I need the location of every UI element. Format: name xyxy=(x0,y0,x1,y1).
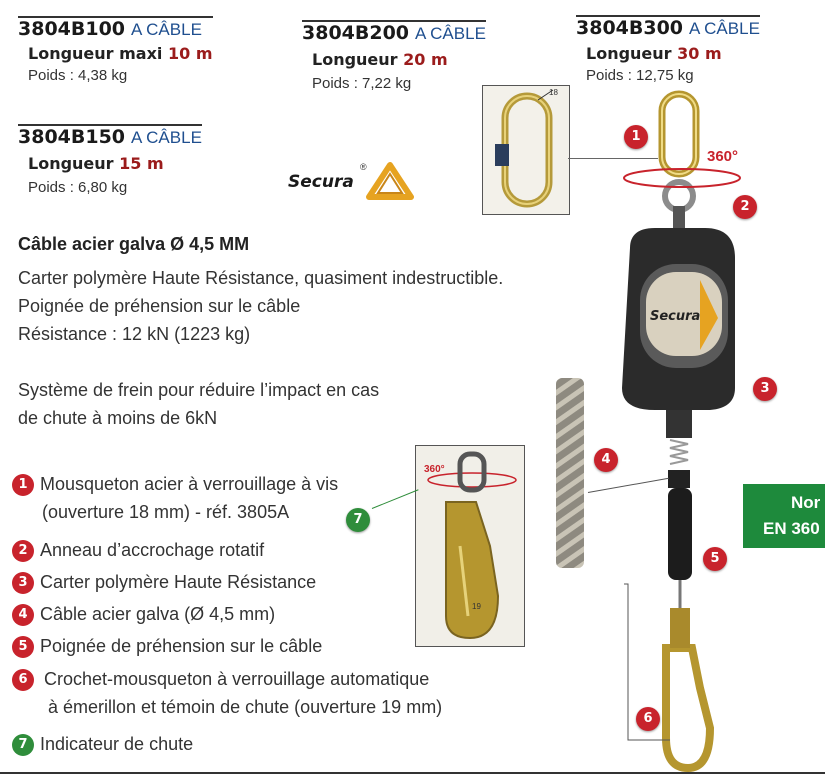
product-type: A CÂBLE xyxy=(131,128,202,147)
carabiner-icon xyxy=(495,89,554,208)
number-badge: 7 xyxy=(12,734,34,757)
brake-description: Système de frein pour réduire l’impact e… xyxy=(18,376,379,432)
description-line: Poignée de préhension sur le câble xyxy=(18,296,301,316)
callout-5: 5 xyxy=(703,547,727,571)
description-line: Système de frein pour réduire l’impact e… xyxy=(18,380,380,400)
product-type: A CÂBLE xyxy=(689,19,760,38)
feature-item-3: 3 Carter polymère Haute Résistance xyxy=(12,570,317,595)
description-line: Résistance : 12 kN (1223 kg) xyxy=(18,324,251,344)
product-length: Longueur 30 m xyxy=(586,44,722,63)
feature-item-1: 1 Mousqueton acier à verrouillage à vis (… xyxy=(12,472,338,524)
rotation-label: 360° xyxy=(707,148,739,165)
description-lines: Carter polymère Haute Résistance, quasim… xyxy=(18,264,503,348)
product-weight: Poids : 6,80 kg xyxy=(28,179,128,196)
product-length: Longueur 15 m xyxy=(28,154,164,173)
norm-badge: Nor EN 360 xyxy=(743,484,825,548)
callout-1: 1 xyxy=(624,125,648,149)
number-badge: 6 xyxy=(12,669,34,692)
feature-item-5: 5 Poignée de préhension sur le câble xyxy=(12,634,323,659)
dimension-label: 19 xyxy=(472,602,481,611)
description-line: de chute à moins de 6kN xyxy=(18,408,218,428)
product-weight: Poids : 7,22 kg xyxy=(312,75,412,92)
norm-line: Nor xyxy=(791,493,821,512)
number-badge: 1 xyxy=(12,474,34,497)
feature-text: Mousqueton acier à verrouillage à vis xyxy=(40,474,339,494)
feature-text: Crochet-mousqueton à verrouillage automa… xyxy=(44,669,430,689)
number-badge: 5 xyxy=(12,636,34,659)
dimension-label: 18 xyxy=(549,88,558,97)
feature-text: Indicateur de chute xyxy=(40,734,194,754)
product-weight: Poids : 12,75 kg xyxy=(586,67,694,84)
number-badge: 4 xyxy=(12,604,34,627)
brand-name: Secura xyxy=(288,172,354,192)
cable-detail-icon xyxy=(556,378,584,568)
device-label: Secura xyxy=(650,309,700,324)
description-line: Carter polymère Haute Résistance, quasim… xyxy=(18,268,504,288)
number-badge: 2 xyxy=(12,540,34,563)
brand-reg: ® xyxy=(360,162,367,172)
inset-leader-line xyxy=(568,158,658,159)
number-badge: 3 xyxy=(12,572,34,595)
product-length: Longueur 20 m xyxy=(312,50,448,69)
feature-item-2: 2 Anneau d’accrochage rotatif xyxy=(12,538,265,563)
callout-6: 6 xyxy=(636,707,660,731)
fall-arrester-illustration: Secura xyxy=(622,90,735,773)
indicator-leader-line xyxy=(371,489,419,509)
carabiner-inset: 18 xyxy=(482,85,570,215)
callout-7: 7 xyxy=(346,508,370,532)
product-type: A CÂBLE xyxy=(131,20,202,39)
callout-3: 3 xyxy=(753,377,777,401)
callout-4: 4 xyxy=(594,448,618,472)
hook-inset: 360° 19 xyxy=(415,445,525,647)
product-weight: Poids : 4,38 kg xyxy=(28,67,128,84)
bottom-rule xyxy=(0,772,825,774)
secura-emblem-icon xyxy=(366,162,414,200)
callout-2: 2 xyxy=(733,195,757,219)
feature-text: Câble acier galva (Ø 4,5 mm) xyxy=(40,604,276,624)
feature-text: Poignée de préhension sur le câble xyxy=(40,636,323,656)
rotation-arrow-icon xyxy=(623,168,741,188)
product-type: A CÂBLE xyxy=(415,24,486,43)
feature-text: Anneau d’accrochage rotatif xyxy=(40,540,265,560)
feature-text: (ouverture 18 mm) - réf. 3805A xyxy=(42,502,290,523)
rotation-label: 360° xyxy=(424,464,445,475)
hook-leader-line xyxy=(624,583,670,741)
feature-item-4: 4 Câble acier galva (Ø 4,5 mm) xyxy=(12,602,276,627)
feature-text: Carter polymère Haute Résistance xyxy=(40,572,317,592)
norm-line: EN 360 xyxy=(763,519,820,538)
swivel-hook-icon xyxy=(427,451,517,640)
feature-text: à émerillon et témoin de chute (ouvertur… xyxy=(48,697,443,718)
secura-logo: Secura ® xyxy=(288,160,418,200)
description-title: Câble acier galva Ø 4,5 MM xyxy=(18,234,250,254)
feature-item-7: 7 Indicateur de chute xyxy=(12,732,194,757)
product-length: Longueur maxi 10 m xyxy=(28,44,213,63)
feature-item-6: 6 Crochet-mousqueton à verrouillage autom… xyxy=(12,667,442,719)
